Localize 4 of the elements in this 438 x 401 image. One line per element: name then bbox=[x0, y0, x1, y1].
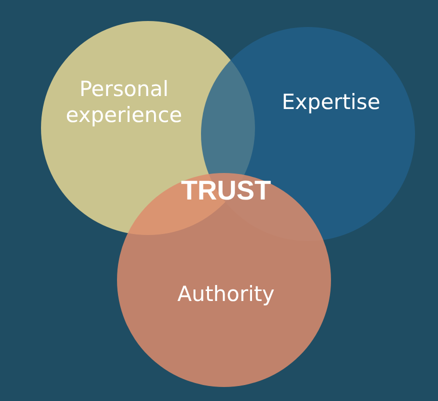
circle-label: Authority bbox=[176, 280, 276, 308]
center-label: TRUST bbox=[181, 176, 271, 206]
circle-label: Personal experience bbox=[64, 76, 184, 128]
circle-label: Expertise bbox=[280, 88, 382, 116]
